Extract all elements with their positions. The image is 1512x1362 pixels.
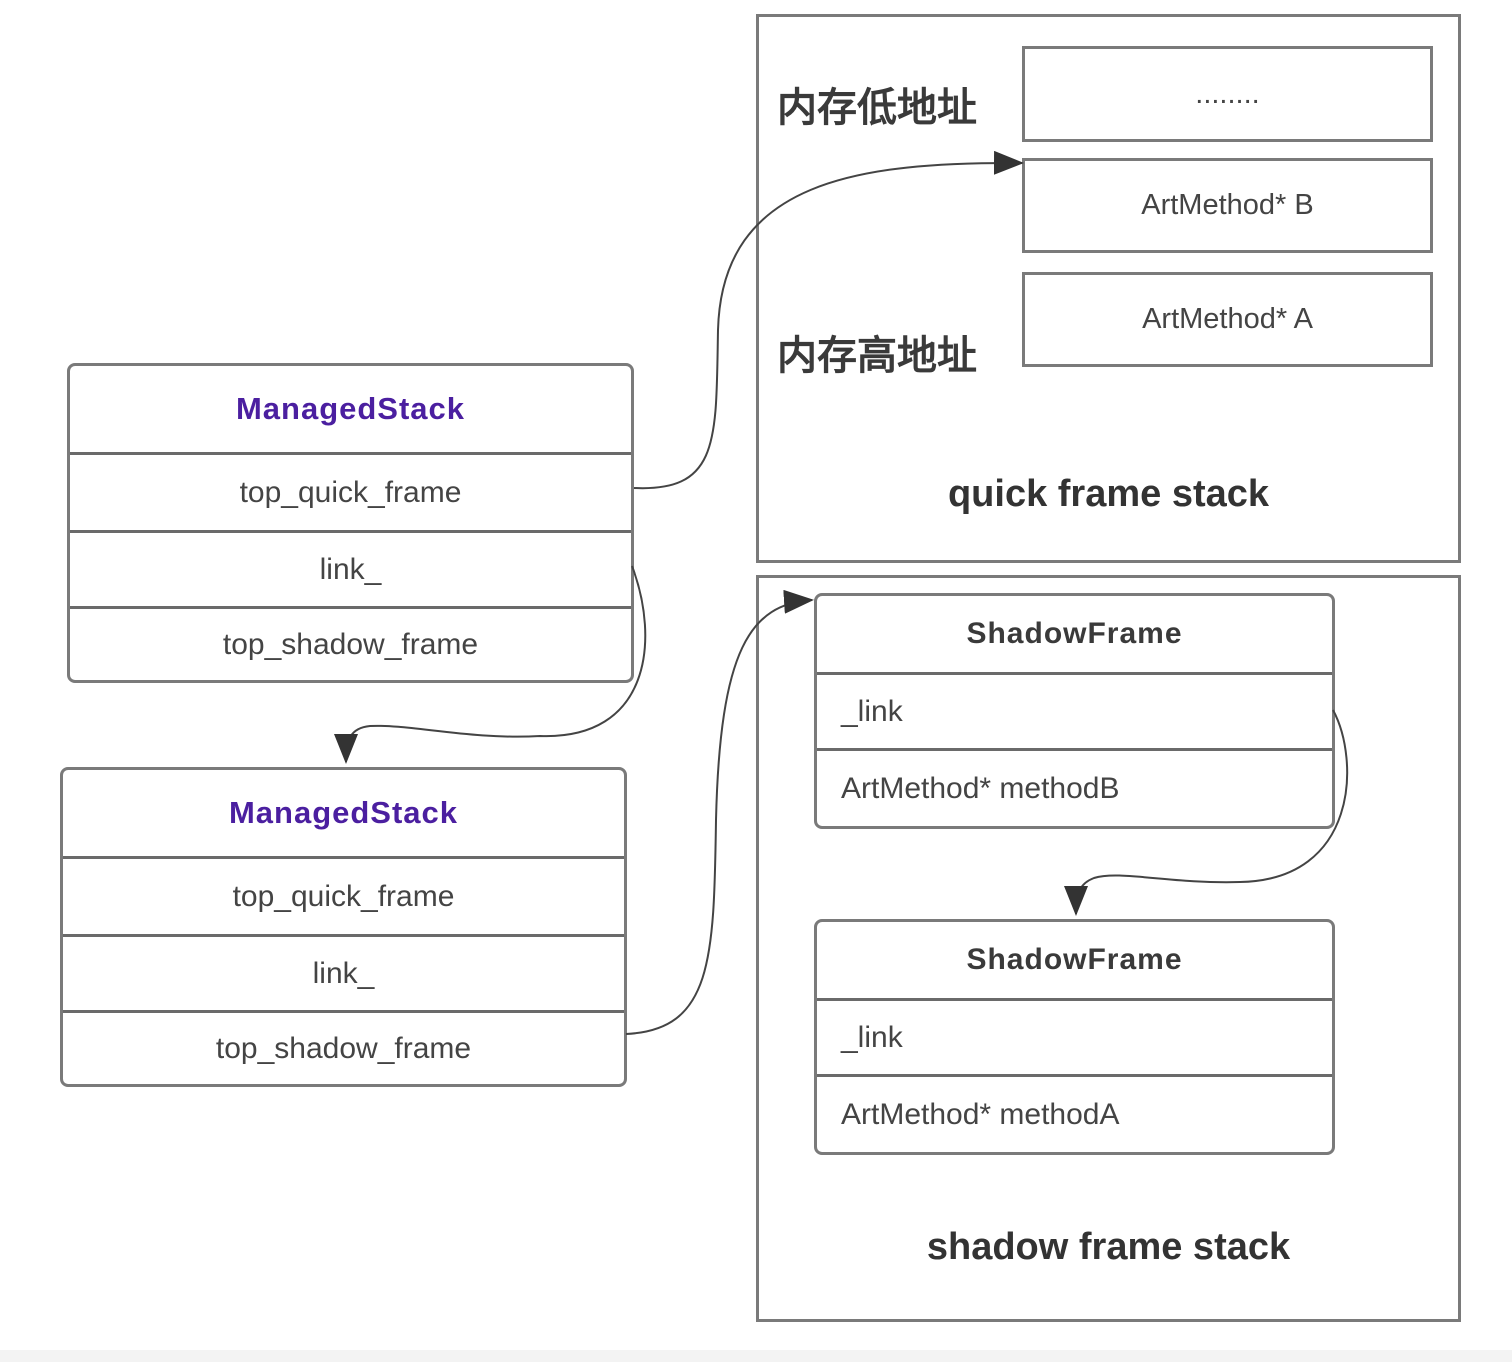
shadow-frame-b-header: ShadowFrame [966,617,1183,650]
shadow-frame-stack-title: shadow frame stack [926,1226,1291,1268]
shadow-frame-b: ShadowFrame _link ArtMethod* methodB [814,593,1335,829]
managed-stack-2-top-shadow-frame: top_shadow_frame [63,1010,624,1084]
arrow-top-quick-frame-to-artmethod-b [633,150,1024,490]
arrow-shadow-link-to-shadow-frame-a [1064,709,1349,916]
managed-stack-1-top-quick-frame: top_quick_frame [70,452,631,530]
managed-stack-2-top-quick-frame: top_quick_frame [63,856,624,934]
shadow-frame-b-method: ArtMethod* methodB [817,748,1332,826]
managed-stack-2-header: ManagedStack [228,795,459,830]
managed-stack-1: ManagedStack top_quick_frame link_ top_s… [67,363,634,683]
memory-high-address-label: 内存高地址 [777,333,977,379]
quick-slot-artmethod-b: ArtMethod* B [1022,158,1433,253]
memory-low-address-label: 内存低地址 [777,85,977,131]
shadow-frame-a-method: ArtMethod* methodA [817,1074,1332,1152]
quick-frame-stack-title: quick frame stack [947,473,1270,515]
managed-stack-2: ManagedStack top_quick_frame link_ top_s… [60,767,627,1087]
shadow-frame-a-link: _link [817,998,1332,1074]
shadow-frame-a: ShadowFrame _link ArtMethod* methodA [814,919,1335,1155]
shadow-frame-b-link: _link [817,672,1332,748]
quick-slot-artmethod-a: ArtMethod* A [1022,272,1433,367]
arrow-top-shadow-frame-to-shadow-frame-b [625,589,814,1035]
quick-slot-ellipsis: ........ [1022,46,1433,142]
managed-stack-2-link: link_ [63,934,624,1010]
arrow-link-to-managed-stack-2 [334,565,647,764]
shadow-frame-a-header: ShadowFrame [966,943,1183,976]
managed-stack-1-header: ManagedStack [235,391,466,426]
bottom-strip [0,1350,1512,1362]
managed-stack-1-top-shadow-frame: top_shadow_frame [70,606,631,680]
managed-stack-1-link: link_ [70,530,631,606]
